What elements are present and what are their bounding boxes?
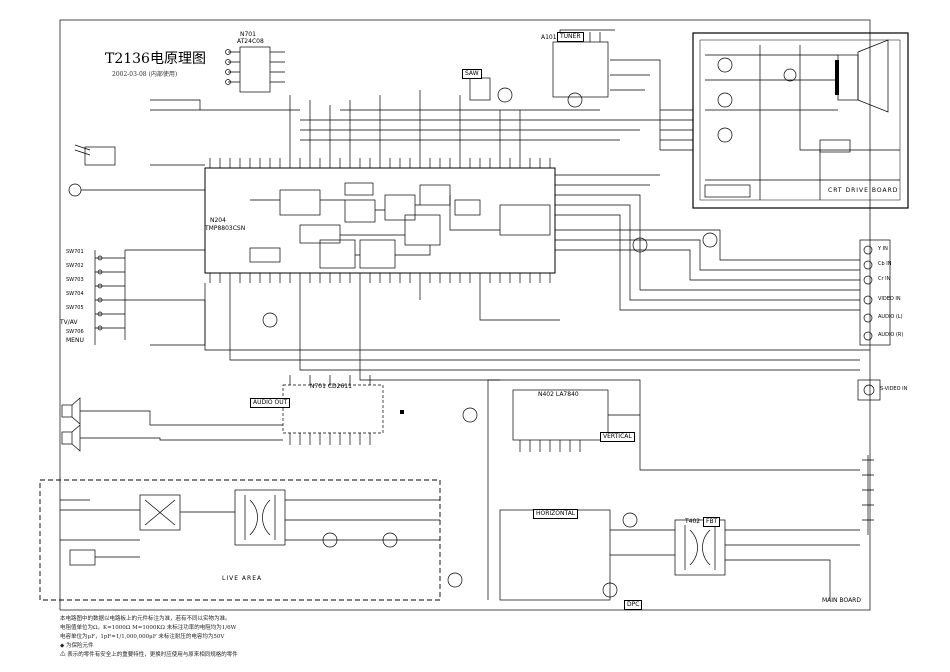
diagram-title: T2136电原理图 [105,51,206,67]
crt-drive-board [692,32,909,209]
key-4: SW704 [66,291,84,297]
key-5: SW705 [66,305,84,311]
main-ic-body [204,167,556,274]
av-input-y: Y IN [878,246,888,252]
main-ic-ref: N204 [210,217,226,224]
eeprom-box [239,46,271,93]
eeprom-part: AT24C08 [237,38,264,45]
key-3: SW703 [66,277,84,283]
fbt-box [674,519,726,576]
av-input-audio-r: AUDIO (R) [878,332,904,338]
tv-av-key-label: TV/AV [60,319,78,326]
note-line-1: 本电路图中的数据以电路板上的元件标注为准，若有不同以实物为准。 [60,616,231,622]
key-2: SW702 [66,263,84,269]
tuner-label: TUNER [557,32,584,42]
vertical-label: VERTICAL [600,432,635,442]
eeprom-ref: N701 [240,31,256,38]
saw-label: SAW [462,69,482,79]
audio-out-label: AUDIO OUT [250,398,291,408]
av-input-cb: Cb IN [878,261,892,267]
key-1: SW701 [66,249,84,255]
fbt-label: FBT [703,517,721,527]
vertical-ic-ref: N402 LA7840 [538,391,579,398]
audio-ic-ref: N701 CD2611 [310,383,352,390]
crt-drive-board-label: CRT DRIVE BOARD [828,187,899,194]
av-input-cr: Cr IN [878,276,891,282]
dpc-label: DPC [624,600,643,610]
av-input-video: VIDEO IN [878,296,901,302]
live-area-label: LIVE AREA [222,575,263,582]
note-line-2: 电阻值单位为Ω，K=1000Ω M=1000KΩ 未标注功率的电阻均为1/6W [60,625,237,631]
menu-key-label: MENU [66,337,84,344]
tuner-ref: A101 [541,34,557,41]
tuner-box [552,41,609,98]
note-line-4: ◆ 为保险元件 [60,643,94,649]
horizontal-label: HORIZONTAL [533,509,579,519]
diagram-date: 2002-03-08 (内部使用) [112,71,178,78]
av-input-audio-l: AUDIO (L) [878,314,903,320]
fbt-ref: T402 [685,518,701,525]
main-board-label: MAIN BOARD [822,597,861,604]
main-ic-part: TMP8803CSN [205,225,246,232]
key-6: SW706 [66,329,84,335]
s-video-label: S-VIDEO IN [880,386,908,392]
main-board-frame [59,19,871,611]
note-line-3: 电容单位为μF，1pF=1/1,000,000μF 未标注耐压的电容均为50V [60,634,225,640]
note-line-5: ⚠ 表示的零件有安全上的重要特性，更换时应使用与原来相同规格的零件 [60,652,238,658]
